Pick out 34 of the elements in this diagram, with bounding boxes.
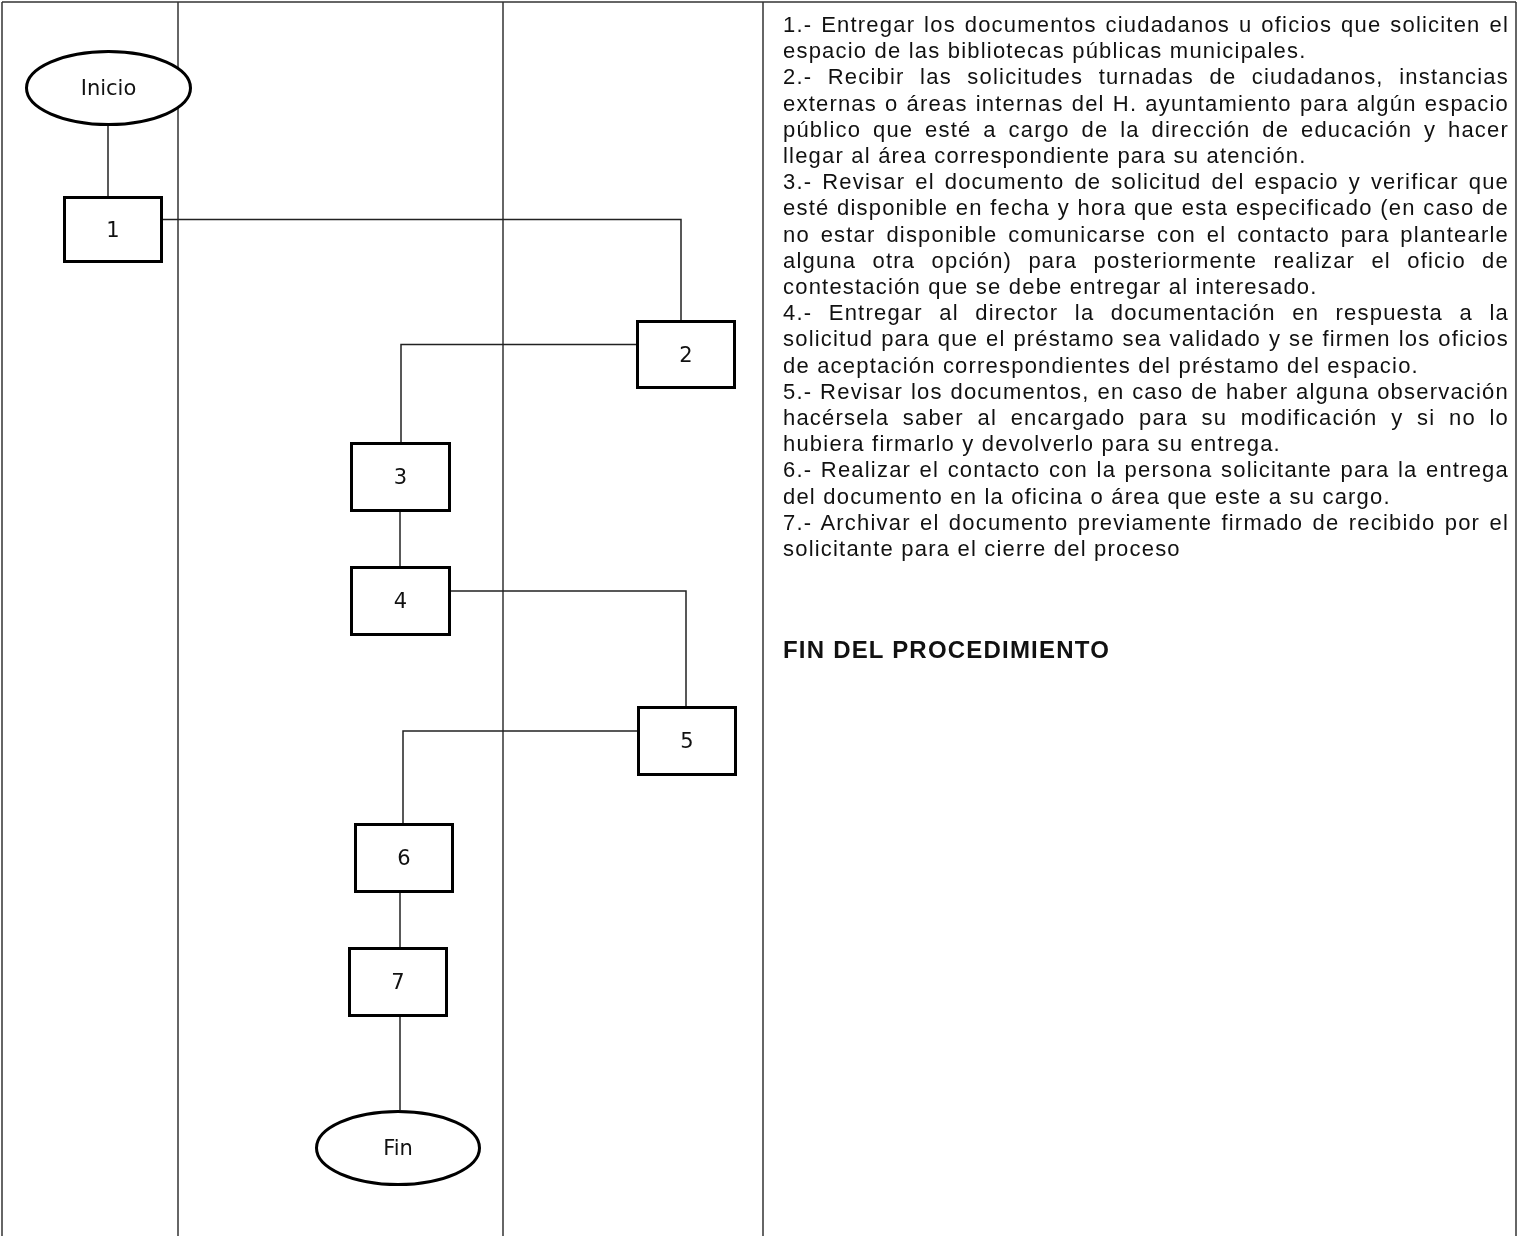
process-box: [636, 320, 736, 389]
step-number: 5: [680, 729, 694, 753]
connector-line: [402, 730, 638, 824]
process-box: [348, 947, 448, 1017]
step-description: 7.- Archivar el documento previamente firmado de recibido por el solicitante para el cierre del proceso: [783, 509, 1509, 563]
connector-line: [399, 511, 401, 567]
step-description: 1.- Entregar los documentos ciudadanos u oficios que soliciten el espacio de las bibliotecas públicas municipales.: [783, 12, 1509, 65]
step-number: 7: [391, 970, 405, 994]
step-description: 2.- Recibir las solicitudes turnadas de ciudadanos, instancias externas o áreas internas del H. ayuntamiento para algún espacio público que esté a cargo de la dirección de educación y hacer llegar al área correspondiente para su atención.: [783, 64, 1509, 170]
terminal-label: Inicio: [80, 76, 137, 100]
step-description: 6.- Realizar el contacto con la persona solicitante para la entrega del documento en la oficina o área que este a su cargo.: [783, 457, 1509, 510]
connector-line: [162, 218, 682, 321]
process-box: [350, 566, 451, 636]
step-number: 6: [397, 846, 411, 870]
step-number: 4: [393, 589, 408, 613]
process-box: [350, 442, 451, 512]
connector-line: [399, 1016, 401, 1111]
connector-line: [450, 590, 687, 707]
closing-heading: FIN DEL PROCEDIMIENTO: [783, 637, 1111, 664]
step-description: 4.- Entregar al director la documentación en respuesta a la solicitud para que el préstamo sea validado y se firmen los oficios de aceptación correspondientes del préstamo del espacio.: [783, 300, 1509, 379]
process-box: [637, 706, 737, 776]
terminal-label: Fin: [383, 1136, 413, 1160]
terminal-oval: [315, 1110, 481, 1186]
step-number: 2: [679, 342, 693, 367]
step-description: 3.- Revisar el documento de solicitud del espacio y verificar que esté disponible en fecha y hora que esta especificado (en caso de no estar disponible comunicarse con el contacto para plantearle alguna otra opción) para posteriormente realizar el oficio de contestación que se debe entregar al interesado.: [783, 169, 1509, 301]
step-number: 3: [393, 465, 408, 489]
connector-line: [400, 343, 637, 443]
process-box: [63, 196, 163, 263]
process-box: [354, 823, 454, 893]
step-number: 1: [106, 217, 120, 242]
connector-line: [107, 125, 109, 197]
step-description: 5.- Revisar los documentos, en caso de haber alguna observación hacérsela saber al encargado para su modificación y si no lo hubiera firmarlo y devolverlo para su entrega.: [783, 378, 1509, 458]
terminal-oval: [25, 50, 192, 126]
connector-line: [399, 892, 401, 948]
